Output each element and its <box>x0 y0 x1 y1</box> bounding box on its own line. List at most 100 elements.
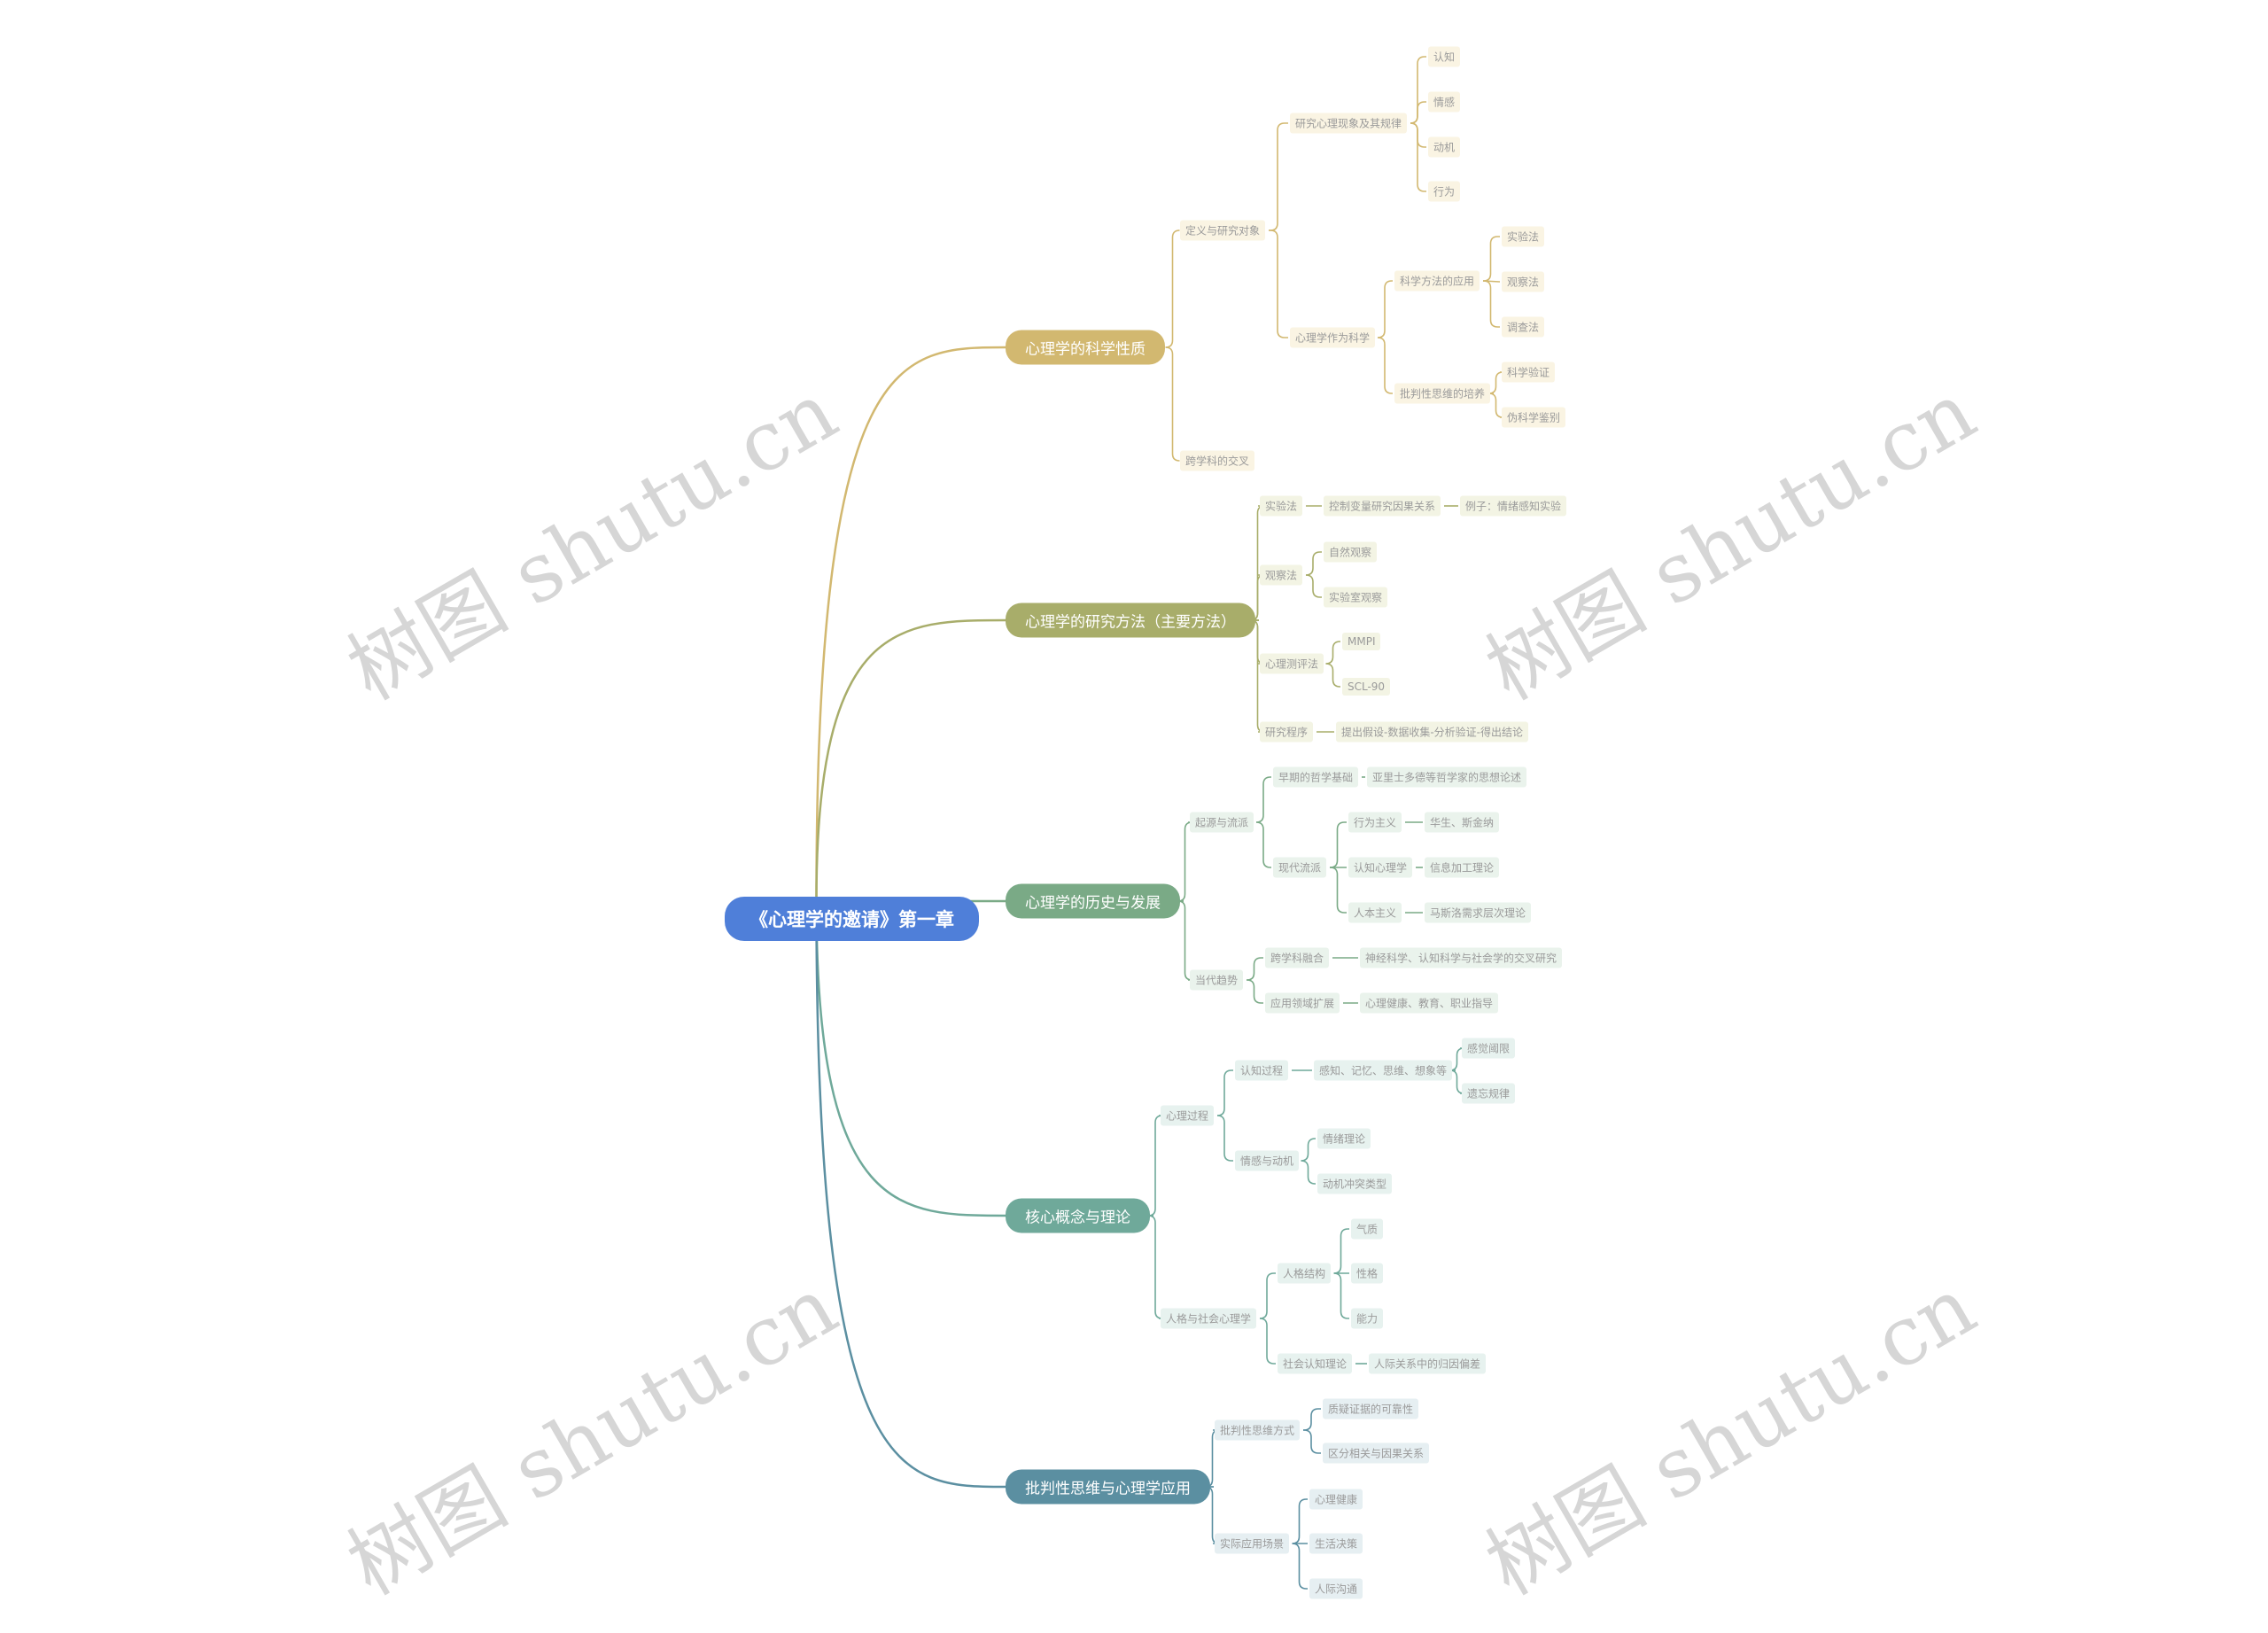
branch-node[interactable]: 批判性思维与心理学应用 <box>1006 1469 1210 1505</box>
connector-line <box>1325 641 1340 665</box>
leaf-node[interactable]: 起源与流派 <box>1190 812 1254 833</box>
leaf-node[interactable]: 科学验证 <box>1502 362 1556 383</box>
leaf-node[interactable]: 调查法 <box>1502 316 1545 338</box>
leaf-node[interactable]: 认知过程 <box>1235 1060 1289 1081</box>
connector-line <box>1259 1318 1276 1365</box>
connector-line <box>1147 1215 1163 1319</box>
connector-line <box>1247 979 1263 1004</box>
connector-line <box>1305 551 1322 576</box>
connector-line <box>1305 574 1322 598</box>
connector-line <box>1301 1138 1316 1162</box>
leaf-node[interactable]: 人格与社会心理学 <box>1161 1308 1257 1329</box>
leaf-node[interactable]: 实验法 <box>1502 226 1545 247</box>
leaf-node[interactable]: 能力 <box>1351 1308 1384 1329</box>
leaf-node[interactable]: 跨学科的交叉 <box>1180 450 1255 471</box>
connector-line <box>1259 1272 1276 1319</box>
connector-line <box>1330 867 1347 914</box>
connector-line <box>1488 393 1503 418</box>
leaf-node[interactable]: 情感 <box>1428 91 1461 113</box>
leaf-node[interactable]: 心理过程 <box>1161 1105 1215 1126</box>
leaf-node[interactable]: 心理测评法 <box>1260 653 1324 674</box>
leaf-node[interactable]: 行为主义 <box>1348 812 1402 833</box>
leaf-node[interactable]: 动机冲突类型 <box>1317 1173 1393 1194</box>
leaf-node[interactable]: 研究心理现象及其规律 <box>1290 113 1408 134</box>
leaf-node[interactable]: 社会认知理论 <box>1278 1353 1353 1374</box>
connector-line <box>1410 122 1426 192</box>
connector-line <box>1177 900 1192 981</box>
leaf-node[interactable]: 人本主义 <box>1348 902 1402 923</box>
leaf-node[interactable]: 心理健康 <box>1309 1489 1363 1510</box>
leaf-node[interactable]: MMPI <box>1342 633 1381 650</box>
connector-line <box>1410 101 1426 124</box>
leaf-node[interactable]: 心理健康、教育、职业指导 <box>1360 992 1499 1014</box>
connector-line <box>1303 1429 1321 1454</box>
leaf-node[interactable]: SCL-90 <box>1342 678 1391 696</box>
connector-line <box>1483 280 1500 328</box>
branch-node[interactable]: 心理学的历史与发展 <box>1006 883 1180 919</box>
connector-line <box>1247 957 1263 981</box>
leaf-node[interactable]: 定义与研究对象 <box>1180 220 1266 241</box>
leaf-node[interactable]: 实际应用场景 <box>1215 1533 1290 1554</box>
connector-line <box>815 900 1006 1489</box>
leaf-node[interactable]: 遗忘规律 <box>1462 1083 1516 1104</box>
leaf-node[interactable]: 人格结构 <box>1278 1263 1332 1284</box>
leaf-node[interactable]: 观察法 <box>1502 271 1545 292</box>
leaf-node[interactable]: 研究程序 <box>1260 721 1314 743</box>
leaf-node[interactable]: 认知心理学 <box>1348 857 1413 878</box>
leaf-node[interactable]: 科学方法的应用 <box>1394 270 1480 292</box>
leaf-node[interactable]: 实验室观察 <box>1324 587 1388 608</box>
connector-line <box>1333 1272 1349 1319</box>
connector-line <box>815 900 1006 1217</box>
leaf-node[interactable]: 人际关系中的归因偏差 <box>1369 1353 1487 1374</box>
connector-line <box>1269 229 1288 338</box>
leaf-node[interactable]: 批判性思维方式 <box>1215 1419 1301 1441</box>
leaf-node[interactable]: 性格 <box>1351 1263 1384 1284</box>
branch-node[interactable]: 心理学的科学性质 <box>1006 330 1165 365</box>
leaf-node[interactable]: 例子：情绪感知实验 <box>1460 495 1567 517</box>
leaf-node[interactable]: 批判性思维的培养 <box>1394 383 1491 404</box>
connector-line <box>1216 1115 1233 1162</box>
branch-node[interactable]: 核心概念与理论 <box>1006 1198 1150 1233</box>
leaf-node[interactable]: 动机 <box>1428 136 1461 158</box>
root-node[interactable]: 《心理学的邀请》第一章 <box>725 897 979 941</box>
connector-line <box>1449 1069 1464 1094</box>
leaf-node[interactable]: 情感与动机 <box>1235 1150 1300 1171</box>
leaf-node[interactable]: 伪科学鉴别 <box>1502 407 1566 428</box>
connector-line <box>1292 1543 1308 1590</box>
connector-line <box>1303 1408 1321 1431</box>
leaf-node[interactable]: 亚里士多德等哲学家的思想论述 <box>1367 766 1527 788</box>
leaf-node[interactable]: 应用领域扩展 <box>1265 992 1340 1014</box>
leaf-node[interactable]: 提出假设-数据收集-分析验证-得出结论 <box>1336 721 1528 743</box>
connector-line <box>1165 346 1180 462</box>
connector-line <box>1255 776 1271 823</box>
leaf-node[interactable]: 实验法 <box>1260 495 1303 517</box>
connector-line <box>1325 663 1340 688</box>
leaf-node[interactable]: 马斯洛需求层次理论 <box>1425 902 1532 923</box>
leaf-node[interactable]: 感知、记忆、思维、想象等 <box>1314 1060 1453 1081</box>
leaf-node[interactable]: 质疑证据的可靠性 <box>1323 1398 1419 1419</box>
connector-line <box>815 618 1006 902</box>
leaf-node[interactable]: 情绪理论 <box>1317 1128 1371 1149</box>
leaf-node[interactable]: 生活决策 <box>1309 1533 1363 1554</box>
leaf-node[interactable]: 心理学作为科学 <box>1290 327 1376 348</box>
leaf-node[interactable]: 认知 <box>1428 46 1461 67</box>
leaf-node[interactable]: 控制变量研究因果关系 <box>1324 495 1441 517</box>
leaf-node[interactable]: 区分相关与因果关系 <box>1323 1442 1430 1464</box>
leaf-node[interactable]: 现代流派 <box>1273 857 1327 878</box>
leaf-node[interactable]: 观察法 <box>1260 564 1303 586</box>
leaf-node[interactable]: 气质 <box>1351 1218 1384 1240</box>
connector-line <box>1301 1160 1316 1185</box>
leaf-node[interactable]: 感觉阈限 <box>1462 1038 1516 1059</box>
leaf-node[interactable]: 跨学科融合 <box>1265 947 1330 968</box>
leaf-node[interactable]: 信息加工理论 <box>1425 857 1500 878</box>
connector-line <box>815 346 1006 902</box>
branch-node[interactable]: 心理学的研究方法（主要方法） <box>1006 603 1255 638</box>
leaf-node[interactable]: 华生、斯金纳 <box>1425 812 1500 833</box>
leaf-node[interactable]: 早期的哲学基础 <box>1273 766 1359 788</box>
leaf-node[interactable]: 人际沟通 <box>1309 1578 1363 1599</box>
leaf-node[interactable]: 神经科学、认知科学与社会学的交叉研究 <box>1360 947 1563 968</box>
leaf-node[interactable]: 行为 <box>1428 181 1461 202</box>
leaf-node[interactable]: 自然观察 <box>1324 541 1378 563</box>
leaf-node[interactable]: 当代趋势 <box>1190 969 1244 991</box>
